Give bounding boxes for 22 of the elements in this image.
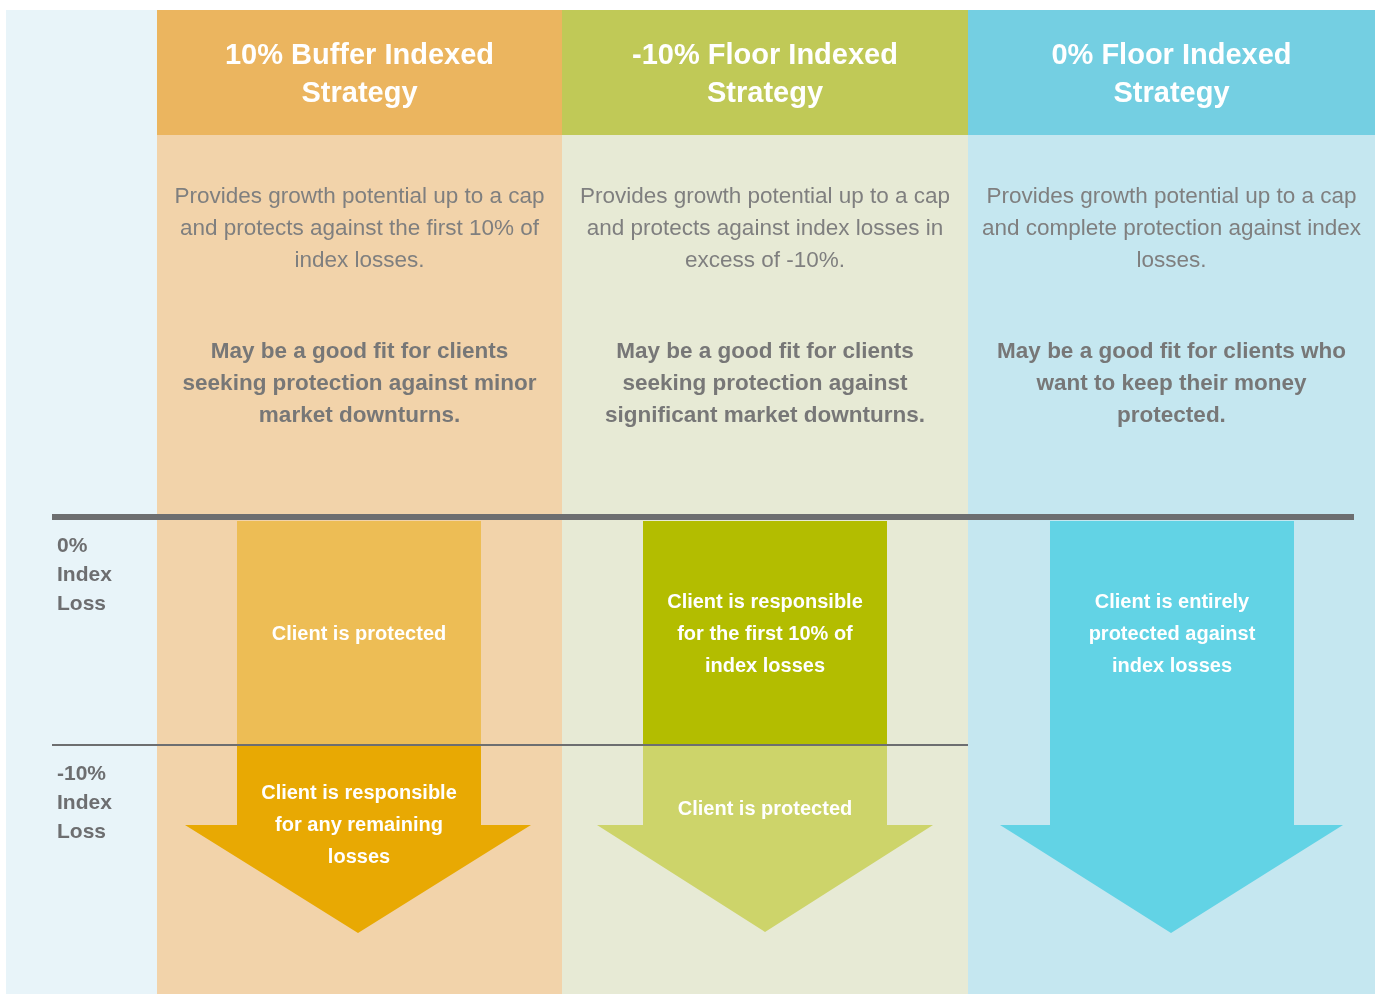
arrow-label: Client is responsible for any remaining losses bbox=[260, 780, 458, 869]
column-title: 0% Floor Indexed Strategy bbox=[1050, 36, 1293, 110]
arrow-label: Client is entirely protected against index losses bbox=[1087, 589, 1257, 678]
strategy-column bbox=[562, 10, 968, 994]
fit-text: May be a good fit for clients seeking protection against minor market downturns. bbox=[181, 337, 538, 429]
axis-label: 0% Index Loss bbox=[57, 532, 113, 616]
column-title: 10% Buffer Indexed Strategy bbox=[223, 36, 496, 110]
arrow-label: Client is protected bbox=[676, 796, 854, 821]
arrow-label: Client is responsible for the first 10% of index losses bbox=[666, 589, 864, 678]
arrow-shape bbox=[185, 745, 531, 933]
fit-text: May be a good fit for clients seeking protection against significant market downturns. bbox=[603, 337, 926, 429]
arrow-shape bbox=[597, 745, 933, 932]
fit-text: May be a good fit for clients who want to keep their money protected. bbox=[996, 337, 1347, 429]
column-title: -10% Floor Indexed Strategy bbox=[631, 36, 899, 110]
description-text: Provides growth potential up to a cap and protects against index losses in excess of -10%. bbox=[578, 182, 952, 274]
axis-label: -10% Index Loss bbox=[57, 760, 113, 844]
arrow-label: Client is protected bbox=[270, 621, 448, 646]
strategy-column bbox=[157, 10, 562, 994]
description-text: Provides growth potential up to a cap and complete protection against index losses. bbox=[981, 182, 1362, 274]
arrow-shape bbox=[1000, 521, 1343, 933]
strategy-column bbox=[968, 10, 1375, 994]
description-text: Provides growth potential up to a cap and protects against the first 10% of index losses. bbox=[173, 182, 546, 274]
